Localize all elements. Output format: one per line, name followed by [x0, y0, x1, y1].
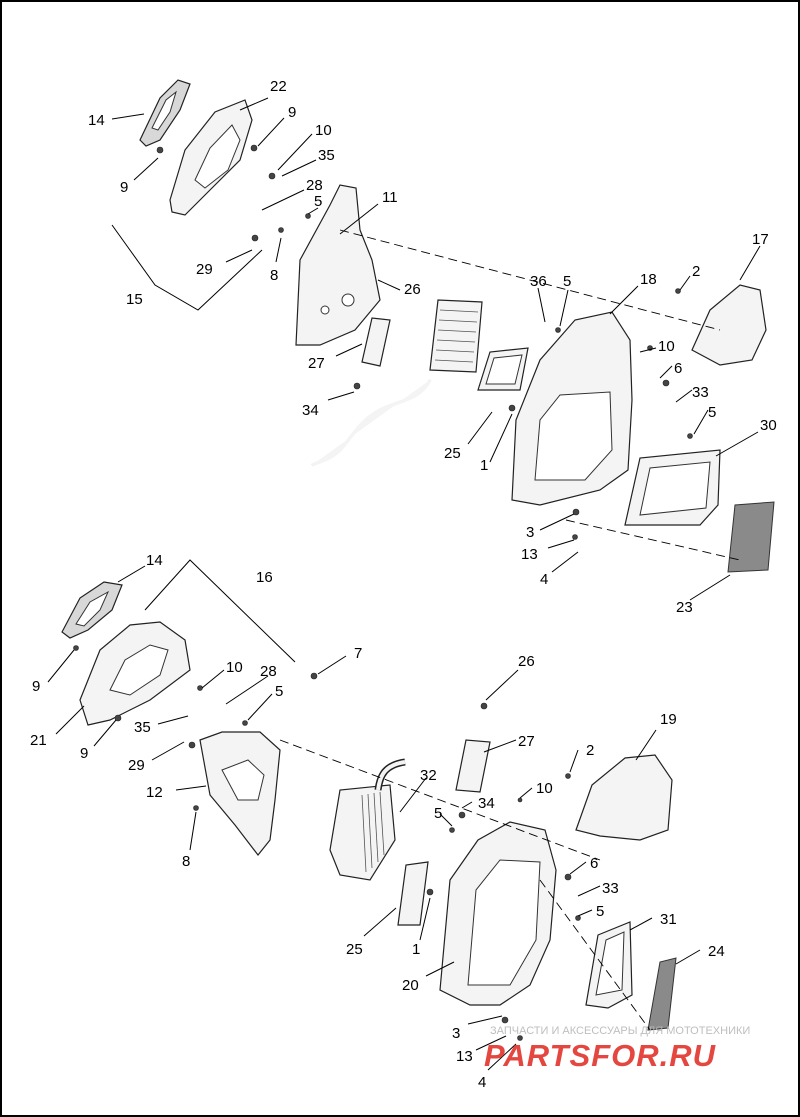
callout-18: 18: [640, 271, 657, 288]
callout-5: 5: [708, 404, 716, 421]
callout-6: 6: [590, 855, 598, 872]
door-frame-bottom: [585, 921, 633, 1009]
callout-29: 29: [128, 757, 145, 774]
callout-9: 9: [32, 678, 40, 695]
callout-33: 33: [602, 880, 619, 897]
callout-8: 8: [182, 853, 190, 870]
callout-32: 32: [420, 767, 437, 784]
callout-15: 15: [126, 291, 143, 308]
callout-1: 1: [480, 457, 488, 474]
speaker-grille-top: [727, 501, 775, 573]
callout-12: 12: [146, 784, 163, 801]
inner-panel-bottom: [61, 581, 123, 639]
filter-panel-bottom: [455, 739, 491, 793]
callout-27: 27: [308, 355, 325, 372]
callout-2: 2: [586, 742, 594, 759]
radiator-top: [311, 299, 483, 467]
callout-2: 2: [692, 263, 700, 280]
callout-21: 21: [30, 732, 47, 749]
callout-31: 31: [660, 911, 677, 928]
callout-26: 26: [518, 653, 535, 670]
callout-33: 33: [692, 384, 709, 401]
group-bracket-16: [144, 559, 296, 663]
callout-25: 25: [444, 445, 461, 462]
speaker-grille-bottom: [647, 957, 677, 1031]
callout-20: 20: [402, 977, 419, 994]
callout-10: 10: [226, 659, 243, 676]
callout-labels: 14 9 22 9 10 35 28 5 11 29 8 15 26 27 34…: [30, 78, 777, 1091]
inner-panel-top: [139, 79, 191, 147]
gasket-bottom: [397, 861, 429, 926]
callout-16: 16: [256, 569, 273, 586]
callout-5: 5: [275, 683, 283, 700]
callout-9: 9: [120, 179, 128, 196]
alignment-lines: [279, 229, 741, 1031]
callout-22: 22: [270, 78, 287, 95]
fairing-cap-top: [169, 99, 253, 216]
callout-27: 27: [518, 733, 535, 750]
radiator-bottom: [329, 758, 406, 881]
callout-8: 8: [270, 267, 278, 284]
fairing-cap-bottom: [79, 621, 191, 726]
callout-17: 17: [752, 231, 769, 248]
callout-9: 9: [288, 104, 296, 121]
callout-3: 3: [452, 1025, 460, 1042]
callout-5: 5: [563, 273, 571, 290]
callout-11: 11: [382, 189, 398, 206]
callout-14: 14: [146, 552, 163, 569]
callout-3: 3: [526, 524, 534, 541]
group-bracket-15: [111, 224, 263, 311]
filter-panel-top: [361, 317, 391, 367]
leader-lines: [47, 97, 761, 1071]
callout-24: 24: [708, 943, 725, 960]
lower-fairing-bottom: [439, 821, 557, 1006]
callout-10: 10: [315, 122, 332, 139]
callout-28: 28: [306, 177, 323, 194]
watermark-tagline: ЗАПЧАСТИ И АКСЕССУАРЫ ДЛЯ МОТОТЕХНИКИ: [490, 1025, 750, 1037]
callout-14: 14: [88, 112, 105, 129]
callout-29: 29: [196, 261, 213, 278]
callout-5: 5: [314, 193, 322, 210]
callout-9: 9: [80, 745, 88, 762]
callout-36: 36: [530, 273, 547, 290]
callout-35: 35: [134, 719, 151, 736]
fairing-cap-19: [575, 754, 673, 841]
callout-13: 13: [456, 1048, 473, 1065]
callout-1: 1: [412, 941, 420, 958]
callout-34: 34: [302, 402, 319, 419]
callout-13: 13: [521, 546, 538, 563]
callout-7: 7: [354, 645, 362, 662]
callout-5: 5: [596, 903, 604, 920]
watermark-brand: PARTSFOR.RU: [484, 1038, 717, 1073]
callout-30: 30: [760, 417, 777, 434]
callout-35: 35: [318, 147, 335, 164]
fasteners: [73, 144, 693, 1041]
inner-fairing-bottom: [199, 731, 281, 856]
callout-34: 34: [478, 795, 495, 812]
inner-fairing-top: [295, 184, 381, 346]
fairing-cap-17: [691, 284, 767, 366]
door-frame-top: [624, 449, 721, 526]
callout-10: 10: [536, 780, 553, 797]
callout-4: 4: [540, 571, 548, 588]
lower-fairing-top: [511, 311, 633, 506]
callout-6: 6: [674, 360, 682, 377]
callout-5: 5: [434, 805, 442, 822]
callout-26: 26: [404, 281, 421, 298]
callout-19: 19: [660, 711, 677, 728]
callout-4: 4: [478, 1074, 486, 1091]
watermark: ЗАПЧАСТИ И АКСЕССУАРЫ ДЛЯ МОТОТЕХНИКИ PA…: [484, 1025, 750, 1073]
callout-25: 25: [346, 941, 363, 958]
callout-23: 23: [676, 599, 693, 616]
callout-28: 28: [260, 663, 277, 680]
callout-10: 10: [658, 338, 675, 355]
